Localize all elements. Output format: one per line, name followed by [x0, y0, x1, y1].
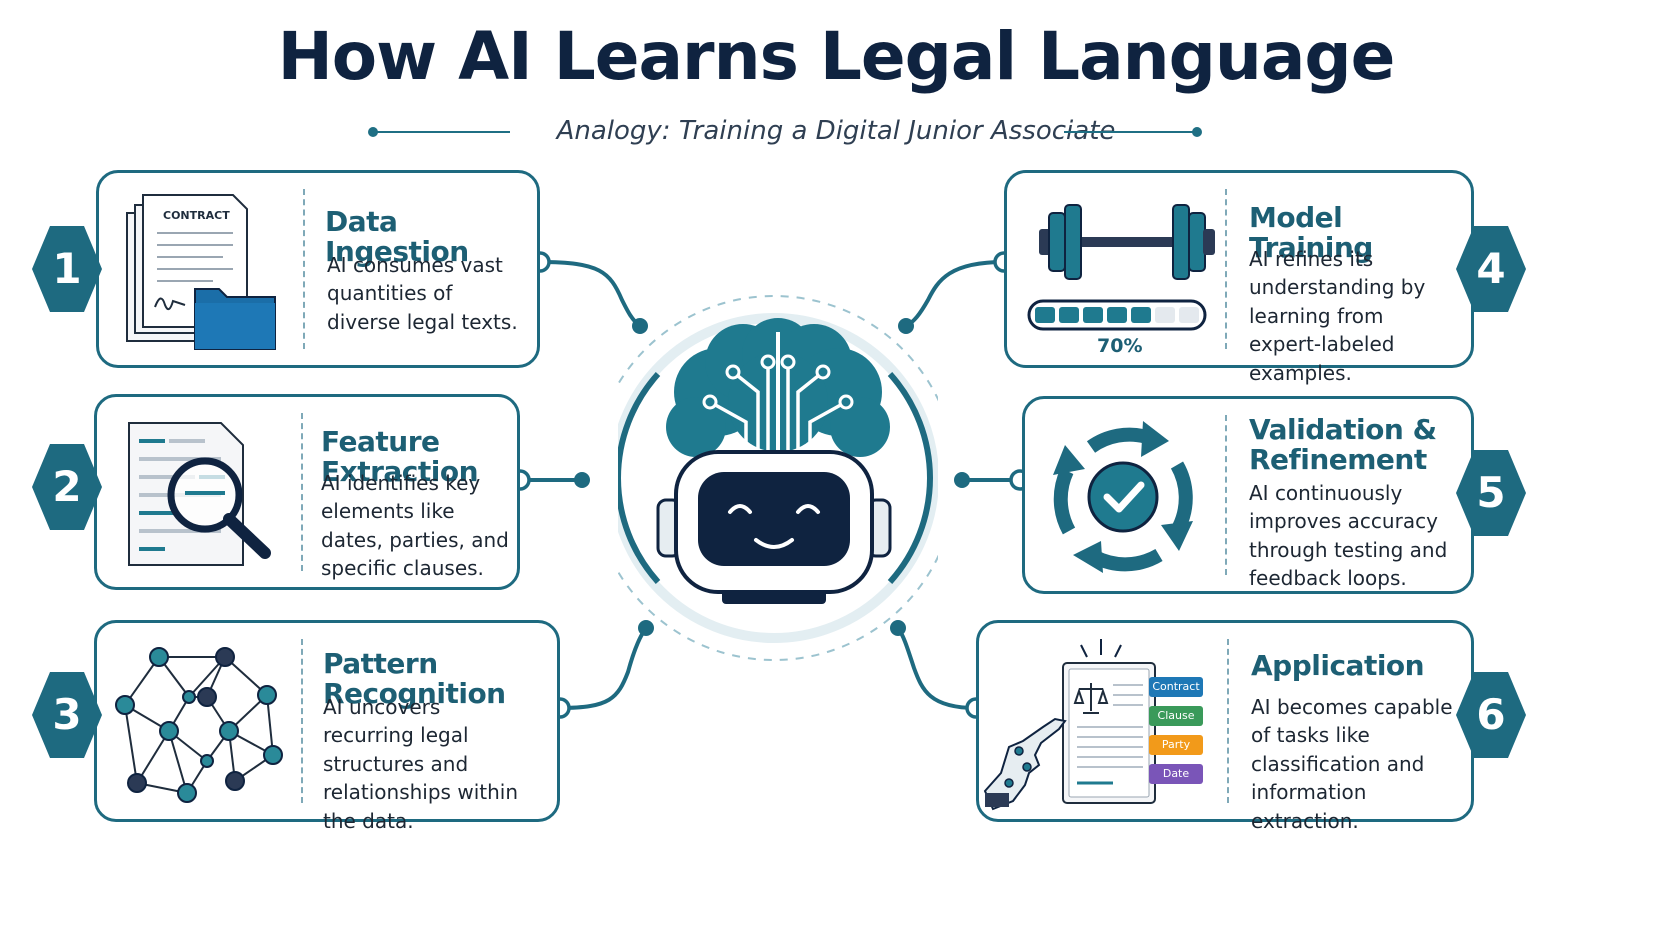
subtitle-dot-right	[1192, 127, 1202, 137]
card-divider	[303, 189, 305, 349]
step-number-5: 5	[1454, 448, 1528, 538]
step-heading: Feature Extraction	[321, 425, 479, 489]
card-divider	[301, 413, 303, 571]
card-divider	[1227, 639, 1229, 803]
step-number-6: 6	[1454, 670, 1528, 760]
card-divider	[1225, 415, 1227, 575]
progress-segment-filled	[1059, 307, 1079, 323]
step-number-2: 2	[30, 442, 104, 532]
dumbbell-icon	[1039, 204, 1215, 280]
step-heading: Model Training	[1249, 201, 1373, 265]
progress-segment-filled	[1107, 307, 1127, 323]
step-card-data-ingestion: CONTRACT Data Ingestion AI consumes vast…	[96, 170, 540, 368]
step-heading: Validation & Refinement	[1249, 413, 1437, 477]
card-divider	[1225, 189, 1227, 349]
step-number-3: 3	[30, 670, 104, 760]
robot-hand-document-icon	[983, 639, 1156, 811]
tag-contract: Contract	[1149, 677, 1203, 697]
robot-brain-icon	[618, 295, 938, 661]
step-heading: Pattern Recognition	[323, 647, 506, 711]
progress-segment-filled	[1131, 307, 1151, 323]
network-graph-icon	[115, 647, 283, 803]
page-title: How AI Learns Legal Language	[277, 18, 1396, 95]
step-heading: Data Ingestion	[325, 205, 469, 269]
step-card-pattern-recognition: Pattern Recognition AI uncovers recurrin…	[94, 620, 560, 833]
step-description: AI consumes vast quantities of diverse l…	[327, 253, 518, 334]
subtitle-dot-left	[368, 127, 378, 137]
step-number-1: 1	[30, 224, 104, 314]
card-divider	[301, 639, 303, 803]
contract-label: CONTRACT	[163, 209, 230, 222]
step-number-4: 4	[1454, 224, 1528, 314]
tag-date: Date	[1149, 764, 1203, 784]
step-card-application: Contract Clause Party Date Application A…	[976, 620, 1474, 833]
magnifier-document-icon	[128, 422, 271, 566]
step-heading: Application	[1251, 649, 1425, 682]
contract-folder-icon: CONTRACT	[126, 194, 276, 350]
step-description: AI refines its understanding by learning…	[1249, 247, 1426, 385]
progress-label: 70%	[1097, 335, 1143, 357]
tag-clause: Clause	[1149, 706, 1203, 726]
progress-bar	[1027, 299, 1207, 331]
step-card-model-training: 70% Model Training AI refines its unders…	[1004, 170, 1474, 385]
progress-segment-filled	[1083, 307, 1103, 323]
step-description: AI continuously improves accuracy throug…	[1249, 481, 1448, 591]
step-description: AI identifies key elements like dates, p…	[321, 471, 509, 581]
progress-segment-filled	[1035, 307, 1055, 323]
step-description: AI uncovers recurring legal structures a…	[323, 695, 518, 833]
subtitle-line-right	[1064, 131, 1198, 133]
step-card-validation-refinement: Validation & Refinement AI continuously …	[1022, 396, 1474, 594]
subtitle-row: Analogy: Training a Digital Junior Assoc…	[0, 116, 1672, 150]
progress-segment-empty	[1155, 307, 1175, 323]
step-card-feature-extraction: Feature Extraction AI identifies key ele…	[94, 394, 520, 590]
step-description: AI becomes capable of tasks like classif…	[1251, 695, 1453, 833]
progress-segment-empty	[1179, 307, 1199, 323]
subtitle-line-left	[376, 131, 510, 133]
tag-party: Party	[1149, 735, 1203, 755]
page-subtitle: Analogy: Training a Digital Junior Assoc…	[556, 116, 1116, 146]
refresh-check-icon	[1053, 421, 1193, 573]
